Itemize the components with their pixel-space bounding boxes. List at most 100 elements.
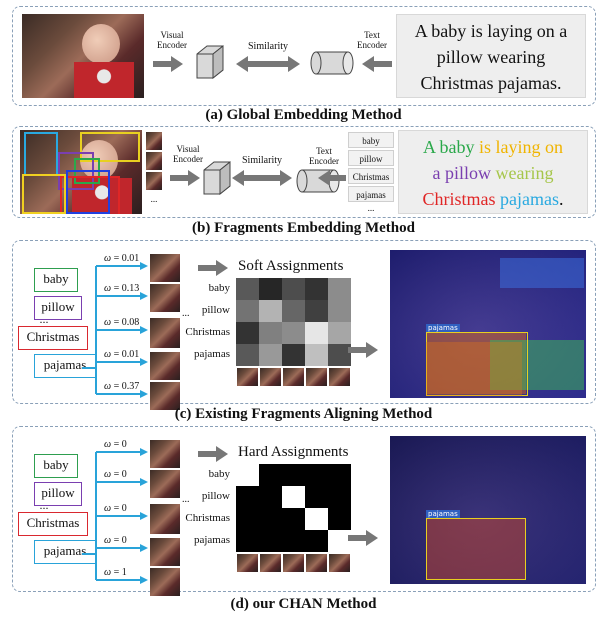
- c-cell-1-0: [236, 300, 259, 322]
- c-weight-1: ω = 0.01: [104, 253, 140, 264]
- d-weight-1: ω = 0: [104, 439, 127, 450]
- d-cell-0-3: [305, 464, 328, 486]
- d-crop-1: [150, 440, 180, 468]
- sentence-part-2: is laying on: [474, 137, 563, 157]
- d-row-label-christmas: Christmas: [185, 512, 230, 524]
- c-col-thumb-5: [329, 368, 350, 386]
- word-box-christmas: Christmas: [348, 168, 394, 184]
- word-box-pajamas: pajamas: [348, 186, 394, 202]
- d-col-thumb-5: [329, 554, 350, 572]
- panel-c: [12, 240, 596, 404]
- c-cell-2-1: [259, 322, 282, 344]
- c-cell-0-1: [259, 278, 282, 300]
- c-cell-2-2: [282, 322, 305, 344]
- d-row-label-baby: baby: [208, 468, 230, 480]
- sentence-box-b: [398, 130, 588, 214]
- d-crop-4: [150, 538, 180, 566]
- sentence-part-1: A baby: [423, 137, 475, 157]
- visual-encoder-label-a: Visual Encoder: [157, 30, 187, 50]
- d-cell-2-0: [236, 508, 259, 530]
- sentence-part-7: .: [559, 189, 564, 209]
- d-cell-2-3: [305, 508, 328, 530]
- panel-a: [12, 6, 596, 106]
- d-chip-pillow: pillow: [34, 482, 82, 506]
- c-chip-ellipsis: ...: [39, 312, 49, 326]
- c-weight-3: ω = 0.08: [104, 317, 140, 328]
- c-col-thumb-3: [283, 368, 304, 386]
- word-box-pillow: pillow: [348, 150, 394, 166]
- similarity-label-b: Similarity: [242, 155, 282, 166]
- d-crop-2: [150, 470, 180, 498]
- d-cell-0-4: [328, 464, 351, 486]
- arrow-right-b1: [170, 170, 200, 186]
- d-col-thumb-3: [283, 554, 304, 572]
- region-label-d: pajamas: [426, 510, 460, 518]
- c-chip-pillow: pillow: [34, 296, 82, 320]
- arrow-right-c1: [198, 260, 228, 276]
- d-row-label-pajamas: pajamas: [193, 534, 230, 546]
- heatmap-image-c: pajamas: [390, 250, 586, 398]
- c-chip-pajamas: pajamas: [34, 354, 96, 378]
- c-cell-2-4: [328, 322, 351, 344]
- d-crop-5: [150, 568, 180, 596]
- d-cell-1-1: [259, 486, 282, 508]
- c-chip-baby: baby: [34, 268, 78, 292]
- d-cell-3-1: [259, 530, 282, 552]
- d-cell-0-2: [282, 464, 305, 486]
- c-weight-2: ω = 0.13: [104, 283, 140, 294]
- d-weight-5: ω = 1: [104, 567, 127, 578]
- c-row-label-christmas: Christmas: [185, 326, 230, 338]
- d-cell-1-4: [328, 486, 351, 508]
- c-row-label-pillow: pillow: [201, 304, 230, 316]
- arrow-right-c2: [348, 342, 378, 358]
- panel-b: [12, 126, 596, 218]
- double-arrow-b: [232, 170, 292, 186]
- c-weight-5: ω = 0.37: [104, 381, 140, 392]
- d-tree-lines: [82, 448, 148, 584]
- sentence-part-3: a pillow: [432, 163, 492, 183]
- c-col-thumb-4: [306, 368, 327, 386]
- crop-ellipsis-b: ...: [150, 194, 158, 204]
- caption-b: (b) Fragments Embedding Method: [192, 220, 415, 236]
- c-col-thumb-1: [237, 368, 258, 386]
- c-cell-1-1: [259, 300, 282, 322]
- crop-b3: [146, 172, 162, 190]
- sentence-b: A baby is laying on a pillow wearing Chr…: [402, 134, 584, 212]
- c-cell-0-4: [328, 278, 351, 300]
- d-row-label-pillow: pillow: [201, 490, 230, 502]
- c-cell-3-0: [236, 344, 259, 366]
- caption-a: (a) Global Embedding Method: [205, 107, 402, 123]
- sentence-box-a: [396, 14, 586, 98]
- d-crop-ellipsis: ...: [182, 494, 190, 505]
- c-cell-1-3: [305, 300, 328, 322]
- c-cell-0-2: [282, 278, 305, 300]
- d-chip-baby: baby: [34, 454, 78, 478]
- c-cell-2-3: [305, 322, 328, 344]
- c-crop-5: [150, 382, 180, 410]
- d-cell-2-1: [259, 508, 282, 530]
- sentence-part-6: pajamas: [500, 189, 559, 209]
- arrow-left-a2: [362, 56, 392, 72]
- c-cell-3-2: [282, 344, 305, 366]
- c-col-thumb-2: [260, 368, 281, 386]
- d-cell-1-0: [236, 486, 259, 508]
- double-arrow-a: [236, 56, 300, 72]
- crop-b2: [146, 152, 162, 170]
- cube-icon-a: [196, 44, 224, 80]
- c-cell-1-2: [282, 300, 305, 322]
- region-label-c: pajamas: [426, 324, 460, 332]
- d-cell-0-0: [236, 464, 259, 486]
- panel-d: [12, 426, 596, 592]
- arrow-right-a1: [153, 56, 183, 72]
- arrow-left-b2: [318, 170, 346, 186]
- c-cell-3-4: [328, 344, 351, 366]
- similarity-label-a: Similarity: [248, 41, 288, 52]
- sentence-a: A baby is laying on a pillow wearing Chr…: [414, 21, 568, 93]
- d-cell-3-2: [282, 530, 305, 552]
- c-cell-1-4: [328, 300, 351, 322]
- d-cell-1-3: [305, 486, 328, 508]
- c-cell-2-0: [236, 322, 259, 344]
- c-chip-christmas: Christmas: [18, 326, 88, 350]
- d-cell-2-2: [282, 508, 305, 530]
- d-col-thumb-1: [237, 554, 258, 572]
